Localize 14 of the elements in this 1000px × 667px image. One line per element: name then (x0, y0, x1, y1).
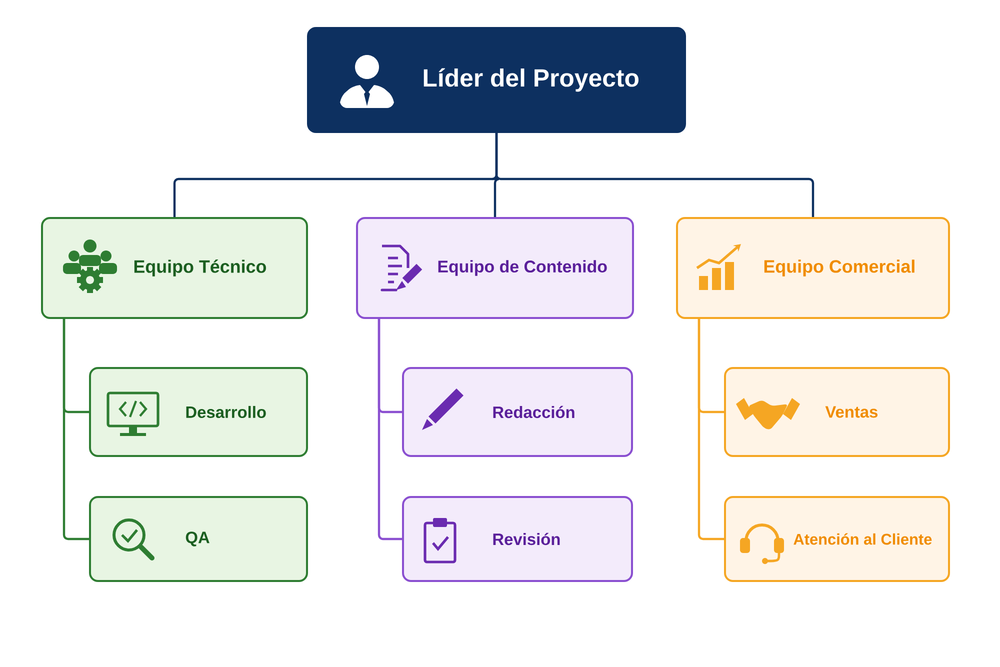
team-box: Equipo Comercial (676, 217, 950, 319)
connector-line (62, 319, 89, 540)
leader-box: Líder del Proyecto (307, 27, 686, 133)
role-box: QA (89, 496, 308, 582)
connector-line (378, 319, 402, 540)
role-box: Desarrollo (89, 367, 308, 457)
role-box: Ventas (724, 367, 950, 457)
connector-line (495, 133, 814, 217)
role-box: Revisión (402, 496, 633, 582)
connector-line (698, 319, 724, 540)
role-box: Atención al Cliente (724, 496, 950, 582)
role-box: Redacción (402, 367, 633, 457)
team-box: Equipo Técnico (41, 217, 308, 319)
team-box: Equipo de Contenido (356, 217, 634, 319)
